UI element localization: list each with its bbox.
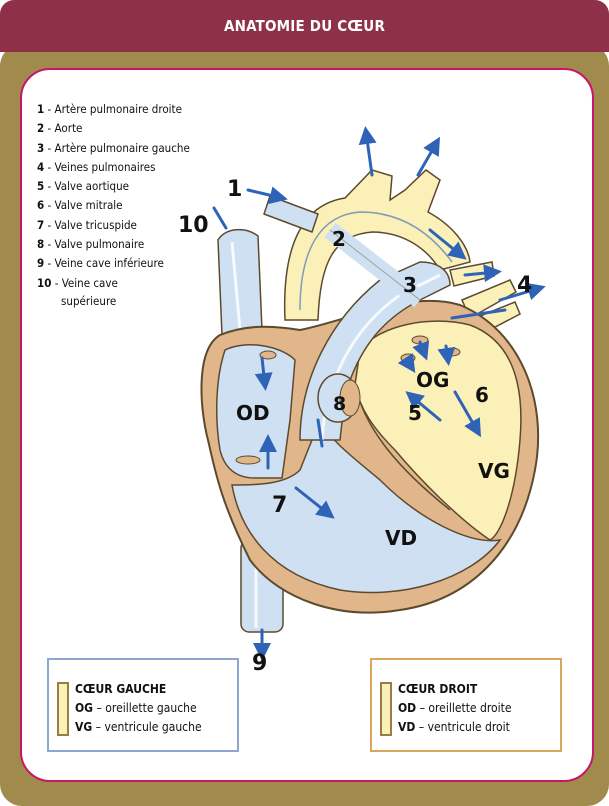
- diagram-number-7: 7: [272, 493, 287, 518]
- key-box-title: CŒUR GAUCHE: [75, 682, 166, 696]
- diagram-number-2: 2: [332, 227, 346, 251]
- key-line: VG – ventricule gauche: [75, 720, 202, 734]
- chamber-label-og: OG: [416, 368, 449, 392]
- superior-vena-cava: [218, 230, 262, 335]
- key-box-left-heart: CŒUR GAUCHE OG – oreillette gauche VG – …: [47, 658, 239, 752]
- chamber-label-vg: VG: [478, 459, 510, 483]
- diagram-number-8: 8: [333, 393, 346, 415]
- diagram-number-10: 10: [178, 213, 209, 238]
- diagram-number-6: 6: [475, 383, 489, 407]
- chamber-label-od: OD: [236, 401, 270, 425]
- key-line: OG – oreillette gauche: [75, 701, 197, 715]
- diagram-number-9: 9: [252, 651, 267, 676]
- diagram-number-5: 5: [408, 401, 422, 425]
- yellow-swatch: [57, 682, 69, 736]
- key-line: VD – ventricule droit: [398, 720, 510, 734]
- chamber-label-vd: VD: [385, 526, 417, 550]
- right-pulmonary-artery: [264, 196, 318, 232]
- key-box-title: CŒUR DROIT: [398, 682, 477, 696]
- key-box-right-heart: CŒUR DROIT OD – oreillette droite VD – v…: [370, 658, 562, 752]
- diagram-number-3: 3: [403, 273, 417, 297]
- key-line: OD – oreillette droite: [398, 701, 512, 715]
- diagram-number-4: 4: [517, 273, 532, 298]
- diagram-number-1: 1: [227, 177, 242, 202]
- yellow-swatch: [380, 682, 392, 736]
